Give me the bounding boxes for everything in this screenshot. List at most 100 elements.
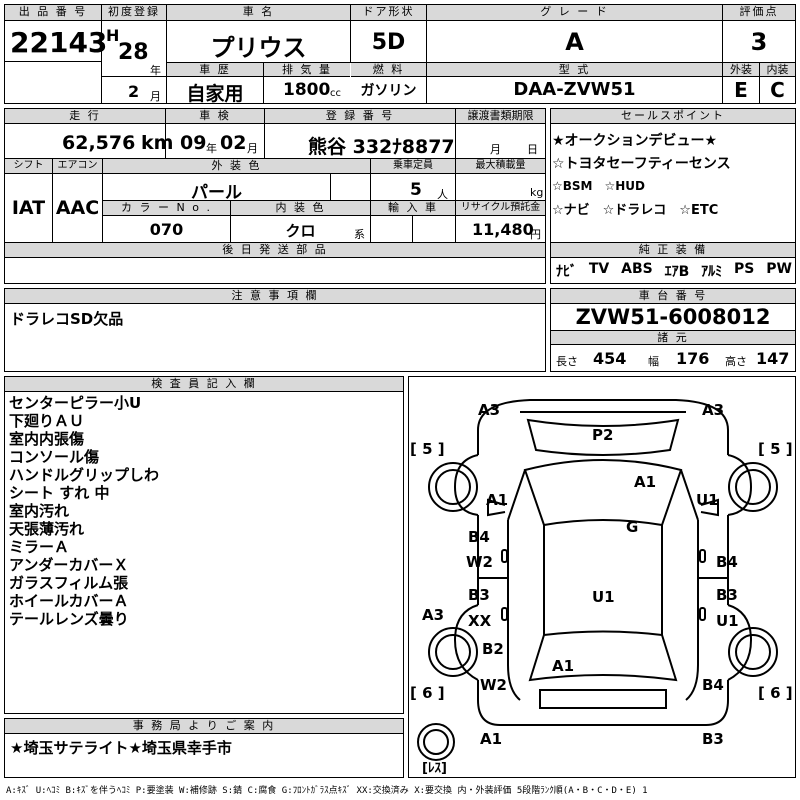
reg-year: 28 — [118, 40, 149, 65]
era: H — [106, 26, 120, 45]
color-no-label: カ ラ ー N o . — [103, 201, 230, 216]
year-unit: 年 — [150, 64, 161, 77]
note-item: 室内内張傷 — [9, 430, 85, 448]
history-label: 車 歴 — [167, 63, 263, 77]
load-unit: kg — [530, 186, 544, 199]
damage-mark: A1 — [552, 657, 574, 675]
equipment-item: ABS — [621, 261, 653, 277]
equipment-item: TV — [588, 261, 610, 277]
equipment-item: PS — [734, 261, 755, 277]
note-item: テールレンズ曇り — [9, 610, 129, 628]
mileage-label: 走 行 — [5, 109, 165, 124]
model-label: 型 式 — [427, 63, 722, 77]
inspector-label: 検 査 員 記 入 欄 — [5, 377, 403, 392]
plate-label: 登 録 番 号 — [265, 109, 455, 124]
length-label: 長さ — [556, 355, 578, 368]
transfer-label: 譲渡書類期限 — [456, 109, 545, 124]
capacity-value: 5 — [410, 180, 422, 200]
equipment-list: ﾅﾋﾞ TV ABS ｴｱB ｱﾙﾐ PS PW — [556, 261, 792, 281]
deferred-label: 後 日 発 送 部 品 — [5, 243, 545, 258]
damage-mark: W2 — [466, 553, 493, 571]
insp-year: 09 — [180, 132, 207, 154]
damage-mark: G — [626, 518, 638, 536]
color-no-value: 070 — [149, 220, 184, 239]
damage-mark: B4 — [702, 676, 724, 694]
equipment-item: ﾅﾋﾞ — [556, 264, 577, 280]
month-unit: 月 — [150, 90, 161, 103]
length-value: 454 — [593, 349, 627, 368]
car-diagram: [ 5 ] [ 5 ] [ 6 ] [ 6 ] [ﾚｽ] A3 A3 P2 A1… — [410, 399, 793, 776]
sales-label: セールスポイント — [551, 109, 795, 124]
capacity-label: 乗車定員 — [371, 159, 455, 174]
note-item: シート すれ 中 — [9, 484, 110, 502]
damage-mark: B4 — [468, 528, 490, 546]
load-label: 最大積載量 — [456, 159, 545, 174]
ext-label: 外装 — [723, 63, 759, 77]
damage-mark: U1 — [592, 588, 615, 606]
int-label: 内装 — [760, 63, 795, 77]
interior-color-value: クロ — [285, 222, 316, 240]
lot-label: 出 品 番 号 — [5, 5, 101, 21]
shift-label: シフト — [5, 159, 52, 174]
fuel-label: 燃 料 — [351, 63, 426, 77]
wheel-bracket-rr: [ 6 ] — [758, 684, 793, 702]
sales-point-section — [550, 108, 796, 284]
damage-mark: W2 — [480, 676, 507, 694]
note-item: センターピラー小U — [9, 394, 142, 412]
note-item: コンソール傷 — [9, 448, 100, 466]
plate-value: 熊谷 332ﾅ8877 — [308, 136, 455, 158]
damage-mark: B2 — [482, 640, 504, 658]
mileage-unit: km — [141, 132, 174, 154]
inspector-notes: センターピラー小U 下廻りＡＵ 室内内張傷 コンソール傷 ハンドルグリップしわ … — [9, 394, 399, 628]
damage-mark: A3 — [478, 401, 500, 419]
history-value: 自家用 — [186, 83, 244, 105]
note-item: ガラスフィルム張 — [9, 574, 129, 592]
wheel-bracket-fr: [ 5 ] — [758, 440, 793, 458]
insp-month: 02 — [220, 132, 247, 154]
damage-mark: B3 — [468, 586, 490, 604]
insp-year-unit: 年 — [206, 142, 217, 155]
note-item: ホイールカバーＡ — [9, 592, 129, 610]
note-item: 室内汚れ — [9, 502, 70, 520]
wheel-bracket-fl: [ 5 ] — [410, 440, 445, 458]
spare-tire-label: [ﾚｽ] — [422, 761, 447, 776]
wheel-bracket-rl: [ 6 ] — [410, 684, 445, 702]
score-label: 評価点 — [723, 5, 795, 21]
first-reg-label: 初度登録 — [102, 5, 166, 21]
color-label: 外 装 色 — [103, 159, 370, 174]
ext-grade: E — [734, 78, 748, 102]
color-value: パール — [191, 183, 242, 203]
caution-label: 注 意 事 項 欄 — [5, 289, 545, 304]
note-item: ハンドルグリップしわ — [9, 466, 160, 484]
note-item: 天張薄汚れ — [9, 520, 85, 538]
car-name: プリウス — [210, 34, 307, 62]
sales-line-2: ☆トヨタセーフティーセンス — [552, 156, 731, 172]
damage-mark: P2 — [592, 426, 613, 444]
height-label: 高さ — [725, 355, 747, 368]
equipment-label: 純 正 装 備 — [551, 243, 795, 258]
mileage-value: 62,576 — [62, 132, 136, 154]
recycle-unit: 円 — [530, 228, 541, 241]
inspection-label: 車 検 — [166, 109, 264, 124]
displacement: 1800 — [283, 80, 331, 100]
door-label: ドア形状 — [351, 5, 426, 21]
height-value: 147 — [756, 349, 790, 368]
grade-label: グ レ ー ド — [427, 5, 722, 21]
fuel-value: ガソリン — [360, 83, 417, 99]
damage-mark: B3 — [702, 730, 724, 748]
insp-month-unit: 月 — [247, 142, 258, 155]
header-section — [4, 4, 796, 104]
note-item: 下廻りＡＵ — [9, 412, 85, 430]
reg-month: 2 — [128, 82, 140, 101]
transfer-day-unit: 日 — [527, 143, 538, 156]
width-value: 176 — [676, 349, 710, 368]
transfer-month-unit: 月 — [490, 143, 501, 156]
disp-unit: cc — [330, 88, 341, 99]
spec-label: 諸 元 — [551, 331, 795, 345]
legend-text: A:ｷｽﾞ U:ﾍｺﾐ B:ｷｽﾞを伴うﾍｺﾐ P:要塗装 W:補修跡 S:錆 … — [6, 786, 648, 796]
shift-value: IAT — [11, 197, 46, 219]
sales-line-3: ☆BSM ☆HUD — [552, 179, 645, 193]
equipment-item: PW — [766, 261, 792, 277]
grade-value: A — [565, 28, 584, 56]
inspector-section — [4, 376, 404, 714]
